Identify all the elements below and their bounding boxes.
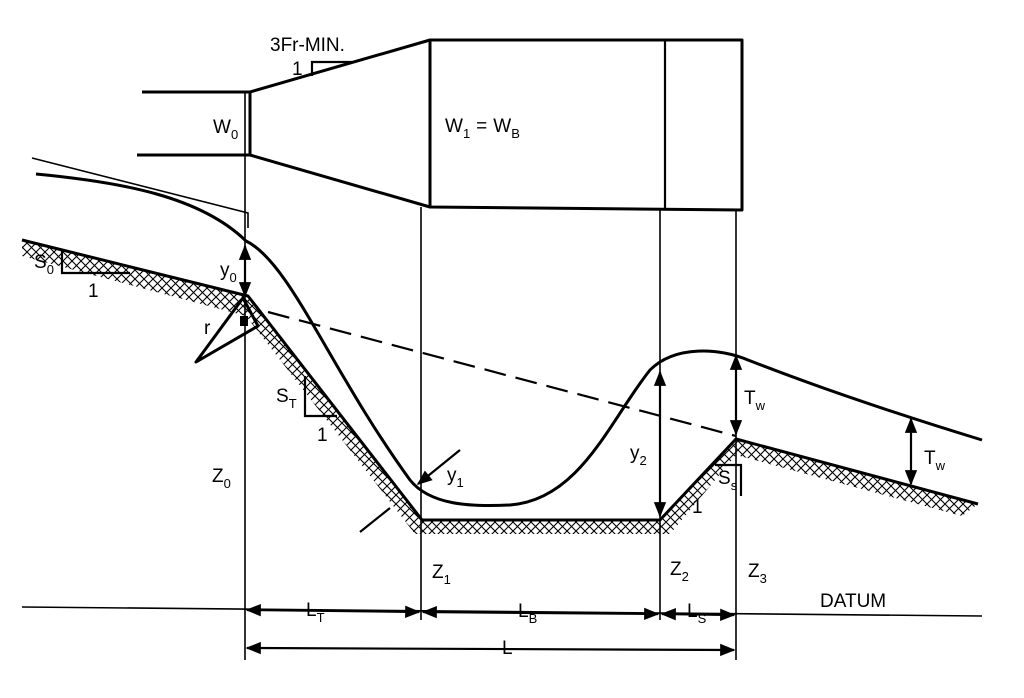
st-one-label: 1 [317, 425, 328, 446]
flare-bottom-wall [249, 153, 431, 209]
s0-label: S0 [34, 252, 54, 277]
lt-dimension-arrow [245, 604, 421, 618]
y1-dimension-arrow [416, 449, 461, 485]
w1-wb-label: W1=WB [445, 116, 520, 141]
l-label: L [502, 638, 513, 659]
projection-lines [244, 92, 737, 660]
radius-triangle [194, 296, 260, 364]
z3-label: Z3 [748, 561, 767, 586]
y1-label: y1 [447, 465, 464, 490]
channel-bed [21, 238, 979, 534]
lb-label: LB [518, 601, 537, 626]
datum-label: DATUM [820, 591, 886, 612]
r-label: r [204, 318, 211, 339]
approach-water-surface [31, 157, 249, 228]
radius-indicator [194, 296, 260, 364]
z1-label: Z1 [432, 562, 451, 587]
l-dimension-arrow [245, 641, 736, 657]
y0-label: y0 [220, 260, 237, 285]
z0-label: Z0 [212, 466, 231, 491]
ls-dimension-arrow [660, 608, 736, 621]
ls-label: LS [687, 601, 707, 626]
ss-one-label: 1 [692, 497, 703, 518]
flare-slope-triangle [310, 60, 352, 76]
w0-label: W0 [213, 117, 238, 142]
basin-outline [428, 38, 744, 212]
plan-view [137, 38, 744, 212]
bed-line [21, 238, 979, 522]
bed-hatching [22, 240, 978, 534]
lb-dimension-arrow [421, 605, 660, 621]
tw-downstream-label: Tw [924, 448, 946, 473]
tw-basin-label: Tw [744, 388, 766, 413]
ss-label: Ss [718, 468, 738, 493]
s0-slope-triangle [60, 250, 130, 275]
water-surface-profile [35, 172, 983, 508]
y2-label: y2 [630, 443, 647, 468]
z2-label: Z2 [670, 559, 689, 584]
water-surface [31, 157, 983, 508]
lt-label: LT [306, 600, 325, 625]
flare-ratio-one: 1 [292, 59, 303, 80]
st-label: ST [276, 386, 297, 411]
radius-pivot [240, 316, 248, 326]
ss-slope-triangle [715, 463, 743, 496]
st-slope-triangle [303, 376, 337, 418]
y1-dimension-tail [359, 507, 391, 533]
flare-top-wall [249, 38, 431, 94]
flare-ratio-label: 3Fr-MIN. [270, 35, 345, 56]
s0-one-label: 1 [88, 281, 99, 302]
